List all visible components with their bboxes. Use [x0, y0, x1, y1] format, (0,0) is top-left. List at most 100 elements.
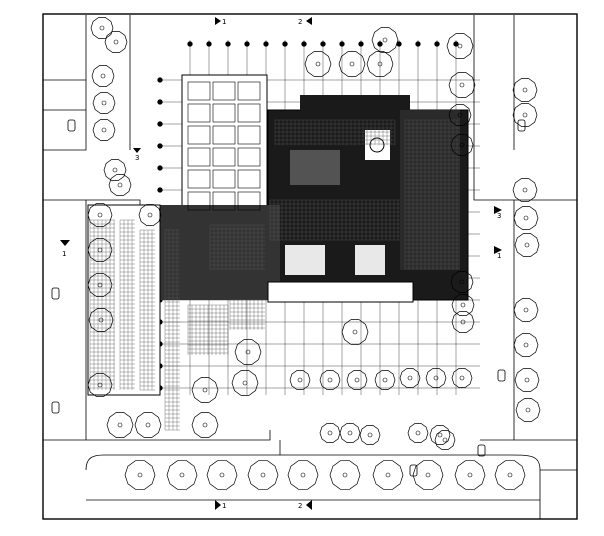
marker-label-top-b: 2 — [298, 18, 302, 26]
tree-trunk — [147, 212, 153, 218]
tree-trunk — [459, 142, 465, 148]
tree-symbol-icon — [494, 460, 526, 490]
room-outline — [187, 169, 211, 189]
tree-canopy — [234, 339, 262, 365]
tree-canopy — [88, 308, 114, 332]
tree-trunk — [523, 342, 529, 348]
tree-symbol-icon — [514, 233, 540, 257]
grid-bubble — [206, 41, 212, 47]
tree-canopy — [91, 65, 115, 87]
tree-canopy — [87, 273, 113, 297]
tree-trunk — [367, 432, 373, 438]
tree-trunk — [349, 61, 355, 67]
tree-symbol-icon — [446, 33, 474, 59]
tree-trunk — [327, 377, 333, 383]
tree-canopy — [108, 174, 132, 196]
courtyard-2 — [285, 245, 325, 275]
tree-symbol-icon — [304, 51, 332, 77]
room-outline — [237, 169, 261, 189]
tree-trunk — [342, 472, 348, 478]
car-icon — [409, 464, 418, 477]
grid-bubble — [377, 41, 383, 47]
tree-canopy — [448, 104, 472, 126]
marker-label-left-mid: 3 — [135, 154, 139, 162]
tree-symbol-icon — [371, 27, 399, 53]
tree-canopy — [512, 103, 538, 127]
section-marker-icon: 1 — [60, 240, 70, 258]
tree-trunk — [523, 215, 529, 221]
tree-symbol-icon — [515, 398, 541, 422]
grid-bubble — [282, 41, 288, 47]
tree-trunk — [97, 382, 103, 388]
tree-trunk — [300, 472, 306, 478]
tree-trunk — [117, 422, 123, 428]
tree-symbol-icon — [434, 430, 456, 450]
tree-canopy — [366, 51, 394, 77]
tree-trunk — [97, 247, 103, 253]
tree-canopy — [425, 368, 447, 388]
tree-trunk — [523, 307, 529, 313]
tree-trunk — [315, 61, 321, 67]
tree-trunk — [354, 377, 360, 383]
section-marker-icon: 2 — [298, 500, 312, 510]
tree-canopy — [329, 460, 361, 490]
tree-trunk — [245, 349, 251, 355]
room-outline — [237, 103, 261, 123]
room-outline — [212, 169, 236, 189]
tree-canopy — [134, 412, 162, 438]
tree-symbol-icon — [339, 423, 361, 443]
tree-symbol-icon — [429, 425, 451, 445]
tree-canopy — [138, 204, 162, 226]
tree-canopy — [513, 206, 539, 230]
tree-trunk — [145, 422, 151, 428]
tree-trunk — [467, 472, 473, 478]
west-wing — [181, 74, 268, 221]
tree-symbol-icon — [512, 78, 538, 102]
tree-canopy — [451, 294, 475, 316]
tree-canopy — [372, 460, 404, 490]
tree-trunk — [99, 25, 105, 31]
tree-trunk — [242, 380, 248, 386]
room-outline — [187, 103, 211, 123]
marker-label-right-lower: 1 — [497, 252, 501, 260]
tree-symbol-icon — [287, 460, 319, 490]
tree-canopy — [513, 333, 539, 357]
grid-bubble — [157, 165, 163, 171]
tree-trunk — [113, 39, 119, 45]
tree-trunk — [459, 82, 465, 88]
tree-trunk — [524, 377, 530, 383]
tree-canopy — [191, 412, 219, 438]
tree-trunk — [460, 319, 466, 325]
tree-symbol-icon — [450, 134, 474, 156]
tree-trunk — [97, 282, 103, 288]
tree-canopy — [191, 377, 219, 403]
room-outline — [187, 191, 211, 211]
tree-canopy — [90, 17, 114, 39]
grid-bubble — [157, 187, 163, 193]
tree-trunk — [112, 167, 118, 173]
room-outline — [187, 147, 211, 167]
tree-symbol-icon — [92, 119, 116, 141]
tree-symbol-icon — [91, 65, 115, 87]
tree-trunk — [522, 112, 528, 118]
tree-canopy — [87, 373, 113, 397]
courtyard-4 — [365, 130, 390, 160]
tree-trunk — [457, 43, 463, 49]
tree-canopy — [454, 460, 486, 490]
tree-canopy — [448, 72, 476, 98]
section-marker-icon: 3 — [133, 148, 141, 162]
tree-canopy — [341, 319, 369, 345]
north-block — [300, 95, 410, 115]
tree-symbol-icon — [88, 308, 114, 332]
room-outline — [212, 81, 236, 101]
tree-symbol-icon — [513, 298, 539, 322]
tree-symbol-icon — [103, 159, 127, 181]
tree-trunk — [460, 302, 466, 308]
room-outline — [237, 81, 261, 101]
section-marker-icon: 1 — [494, 246, 502, 260]
tree-symbol-icon — [372, 460, 404, 490]
tree-symbol-icon — [338, 51, 366, 77]
grid-bubble — [157, 99, 163, 105]
tree-symbol-icon — [451, 368, 473, 388]
